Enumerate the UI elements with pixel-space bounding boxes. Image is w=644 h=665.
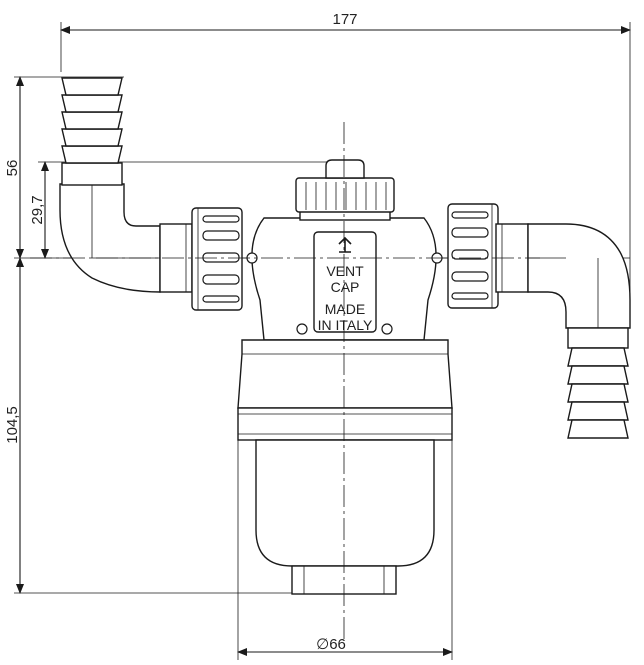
dimension-inlet-height: 56	[4, 76, 124, 259]
right-outlet-elbow	[495, 223, 631, 329]
left-bottom-screw-icon	[296, 323, 308, 335]
emboss-cap: CAP	[331, 279, 360, 295]
left-union-nut	[191, 207, 243, 311]
filter-bowl	[237, 339, 453, 595]
left-inlet-elbow	[59, 183, 193, 293]
dimension-label-104-5: 104,5	[4, 406, 21, 444]
vent-cap	[295, 159, 395, 213]
center-lines	[30, 122, 540, 640]
left-hose-barb	[61, 77, 123, 186]
svg-text:∅66: ∅66	[316, 636, 346, 653]
emboss-vent: VENT	[326, 263, 364, 279]
right-hose-barb	[567, 327, 629, 439]
diameter-symbol: ∅	[316, 636, 329, 653]
right-union-nut	[447, 203, 499, 309]
dimension-bowl-diameter: ∅66	[237, 440, 453, 660]
vent-cap-label-plate: VENT CAP MADE IN ITALY	[313, 231, 377, 333]
right-bottom-screw-icon	[381, 323, 393, 335]
dimension-label-66: 66	[329, 636, 346, 653]
dimension-overall-width: 177	[60, 11, 631, 322]
emboss-in-italy: IN ITALY	[318, 317, 373, 333]
emboss-made: MADE	[325, 301, 365, 317]
dimension-label-56: 56	[4, 160, 21, 177]
arrow-up-icon	[338, 236, 352, 253]
dimension-label-29-7: 29,7	[29, 195, 46, 224]
dimension-label-width: 177	[332, 11, 357, 28]
